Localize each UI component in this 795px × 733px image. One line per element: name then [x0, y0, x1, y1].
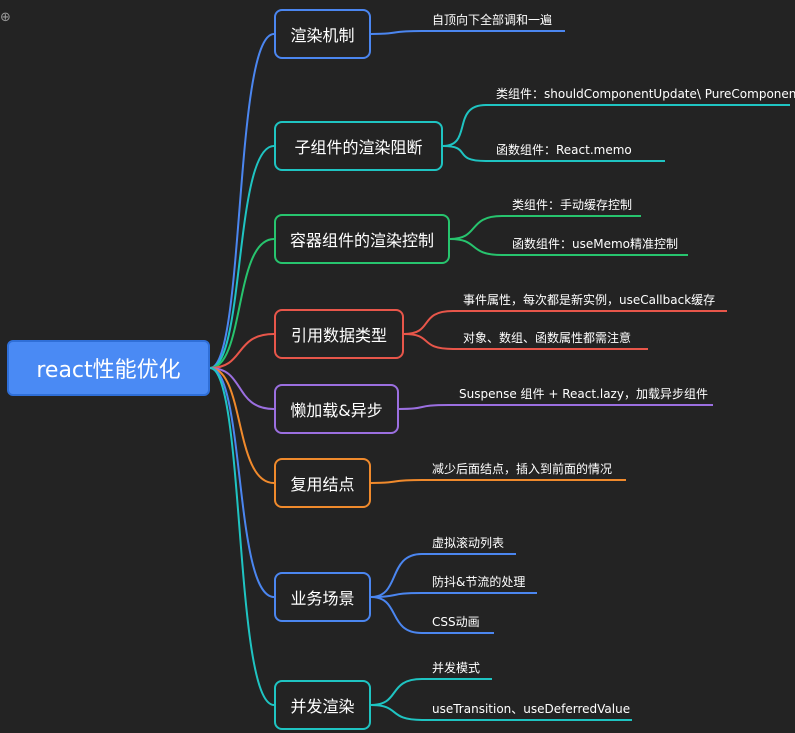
branch-connector [209, 367, 275, 598]
branch-node-label: 子组件的渲染阻断 [294, 138, 423, 157]
branch-connector [209, 367, 275, 410]
leaf-connector [403, 310, 727, 335]
branch-connector [209, 33, 275, 369]
leaf-connector [370, 704, 632, 721]
branch-node-label: 引用数据类型 [290, 326, 387, 345]
leaf-connector [398, 404, 713, 410]
branch-node-label: 业务场景 [290, 589, 355, 608]
branch-node[interactable]: 并发渲染 [274, 680, 371, 730]
leaf-label[interactable]: 虚拟滚动列表 [432, 536, 505, 550]
branch-connector [209, 238, 275, 369]
root-node[interactable]: react性能优化 [7, 340, 210, 396]
branch-node[interactable]: 复用结点 [274, 458, 371, 508]
branch-connector [209, 367, 275, 706]
leaf-label[interactable]: CSS动画 [432, 615, 480, 629]
branch-node-label: 复用结点 [290, 475, 355, 494]
leaf-label[interactable]: useTransition、useDeferredValue [432, 702, 631, 716]
leaf-connector [449, 215, 641, 240]
branch-node[interactable]: 子组件的渲染阻断 [274, 121, 443, 171]
branch-node-label: 并发渲染 [290, 697, 355, 716]
leaf-connector [370, 30, 565, 35]
leaf-label[interactable]: 减少后面结点，插入到前面的情况 [432, 462, 613, 476]
leaf-connector [370, 479, 626, 484]
branch-node[interactable]: 容器组件的渲染控制 [274, 214, 450, 264]
leaf-label[interactable]: 对象、数组、函数属性都需注意 [463, 331, 632, 345]
leaf-label[interactable]: 函数组件：React.memo [496, 143, 632, 157]
leaf-label[interactable]: 自顶向下全部调和一遍 [432, 13, 553, 27]
leaf-connector [442, 145, 665, 162]
branch-node-label: 懒加载&异步 [290, 401, 383, 420]
leaf-connector [403, 333, 648, 350]
leaf-connector [370, 592, 537, 598]
branch-connector [209, 333, 275, 369]
leaf-connector [449, 238, 688, 256]
leaf-connector [442, 104, 790, 147]
branch-node-label: 渲染机制 [290, 26, 355, 45]
leaf-connector [370, 596, 494, 634]
leaf-label[interactable]: 类组件：手动缓存控制 [512, 198, 633, 212]
leaf-label[interactable]: 函数组件：useMemo精准控制 [512, 237, 679, 251]
leaf-connector [370, 678, 492, 706]
branch-connector [209, 367, 275, 484]
root-node-label: react性能优化 [36, 358, 181, 383]
branch-node[interactable]: 渲染机制 [274, 9, 371, 59]
branch-node[interactable]: 引用数据类型 [274, 309, 404, 359]
branch-node[interactable]: 业务场景 [274, 572, 371, 622]
leaf-label[interactable]: 类组件：shouldComponentUpdate\ PureComponent [496, 87, 795, 101]
leaf-connector [370, 553, 516, 598]
leaf-label[interactable]: 事件属性，每次都是新实例，useCallback缓存 [463, 293, 716, 307]
leaf-label[interactable]: 并发模式 [432, 661, 481, 675]
branch-connector [209, 145, 275, 369]
leaf-label[interactable]: 防抖&节流的处理 [432, 575, 526, 589]
branch-node-label: 容器组件的渲染控制 [289, 231, 434, 250]
zoom-in-icon[interactable]: ⊕ [0, 10, 11, 25]
branch-node[interactable]: 懒加载&异步 [274, 384, 399, 434]
leaf-label[interactable]: Suspense 组件 + React.lazy，加载异步组件 [459, 387, 708, 401]
